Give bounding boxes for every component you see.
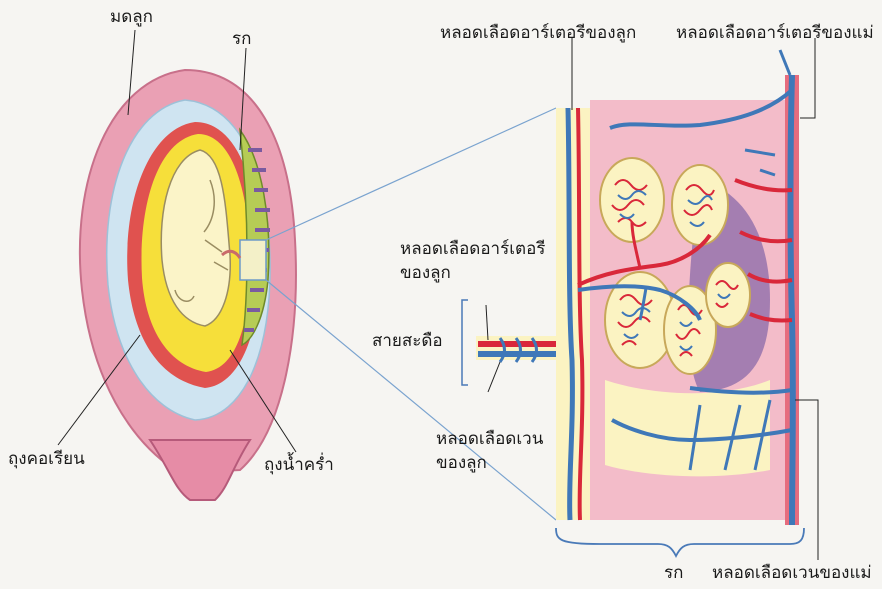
- label-umbilical-cord: สายสะดือ: [372, 330, 443, 352]
- label-chorion: ถุงคอเรียน: [8, 448, 85, 470]
- label-amnion: ถุงน้ำคร่ำ: [264, 454, 334, 476]
- label-fetal-vein-2: ของลูก: [436, 452, 487, 474]
- label-placenta-top: รก: [232, 28, 251, 50]
- label-uterus: มดลูก: [110, 6, 153, 28]
- label-maternal-vein: หลอดเลือดเวนของแม่: [712, 562, 872, 584]
- label-fetal-artery-side-1: หลอดเลือดอาร์เตอรี: [400, 238, 545, 260]
- label-maternal-artery: หลอดเลือดอาร์เตอรีของแม่: [676, 22, 874, 44]
- uterus-illustration: [80, 70, 296, 500]
- label-fetal-vein-1: หลอดเลือดเวน: [436, 428, 543, 450]
- label-fetal-artery-top: หลอดเลือดอาร์เตอรีของลูก: [440, 22, 636, 44]
- placenta-section: [476, 50, 799, 525]
- label-fetal-artery-side-2: ของลูก: [400, 262, 451, 284]
- zoom-region-box: [240, 240, 266, 280]
- label-placenta-bottom: รก: [664, 562, 683, 584]
